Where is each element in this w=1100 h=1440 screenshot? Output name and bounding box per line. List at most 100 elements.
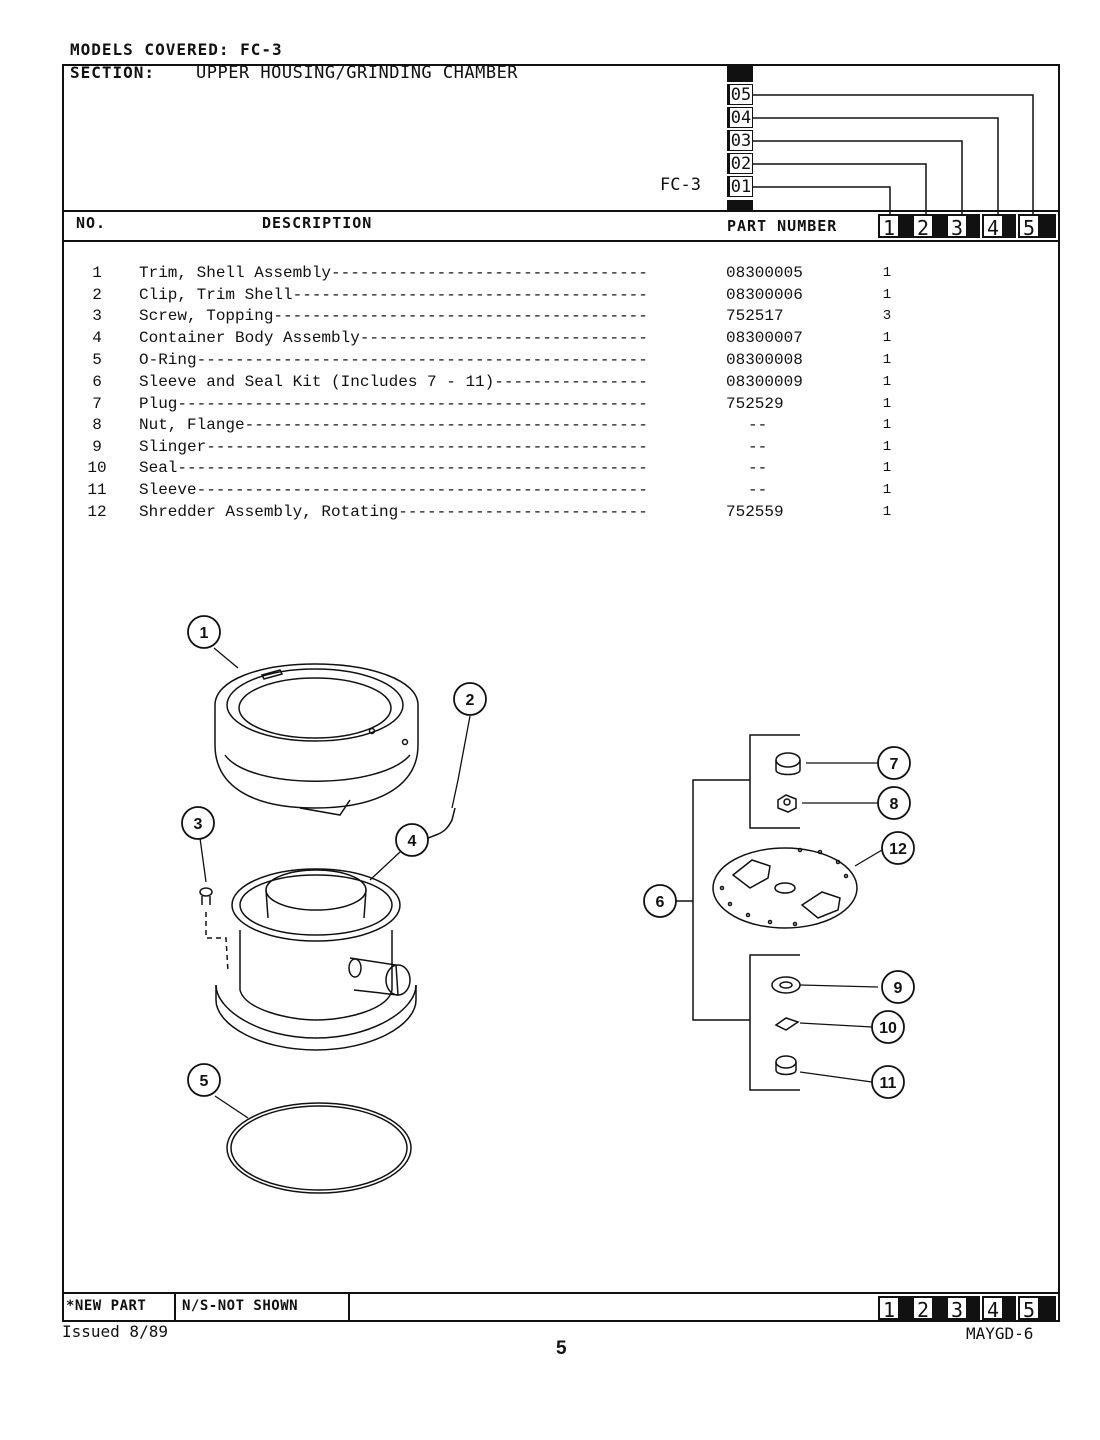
callout-11 [871, 1065, 905, 1099]
part-description: Trim, Shell Assembly--------------------… [139, 264, 648, 282]
parts-7-12-drawings [712, 752, 858, 1076]
part-number: -- [748, 481, 768, 499]
table-row: 6 Sleeve and Seal Kit (Includes 7 - 11)--… [0, 371, 1000, 393]
column-part-number: PART NUMBER [727, 217, 838, 235]
part-5-o-ring [226, 1102, 412, 1194]
callout-label: 10 [879, 1020, 897, 1037]
model-code-02: 02 [727, 153, 753, 174]
part-no: 8 [92, 416, 102, 434]
part-qty: 1 [882, 352, 892, 368]
callout-label: 7 [890, 756, 899, 773]
part-description: Nut, Flange-----------------------------… [139, 416, 648, 434]
code-bar-top [727, 64, 753, 82]
part-qty: 1 [882, 330, 892, 346]
part-no: 1 [92, 264, 102, 282]
part-no: 11 [87, 481, 107, 499]
variant-separator [934, 214, 946, 238]
part-number: 08300009 [726, 373, 803, 391]
variant-col-2: 2 [912, 214, 934, 240]
part-no: 12 [87, 503, 107, 521]
variant-separator [1040, 214, 1056, 238]
footer-variant-1: 1 [878, 1296, 900, 1322]
part-qty: 1 [882, 374, 892, 390]
table-row: 9 Slinger--------------------------------… [0, 436, 1000, 458]
part-no: 3 [92, 307, 102, 325]
table-row: 10 Seal----------------------------------… [0, 457, 1000, 479]
header-rule [62, 210, 1060, 212]
variant-col-1: 1 [878, 214, 900, 240]
part-description: Sleeve and Seal Kit (Includes 7 - 11)---… [139, 373, 648, 391]
part-number: 752529 [726, 395, 784, 413]
part-qty: 1 [882, 460, 892, 476]
page-frame [62, 64, 1060, 1322]
column-no: NO. [76, 214, 107, 232]
section-label: SECTION: [70, 63, 156, 82]
callout-label: 4 [408, 833, 417, 850]
part-description: Slinger---------------------------------… [139, 438, 648, 456]
callout-5 [187, 1063, 221, 1097]
section-title: UPPER HOUSING/GRINDING CHAMBER [196, 63, 519, 83]
variant-separator [900, 1296, 912, 1320]
part-description: Clip, Trim Shell------------------------… [139, 286, 648, 304]
issued-date: Issued 8/89 [62, 1322, 168, 1341]
part-qty: 3 [882, 308, 892, 324]
part-no: 7 [92, 395, 102, 413]
footer-variant-2: 2 [912, 1296, 934, 1322]
model-code-01: 01 [727, 176, 753, 197]
part-description: Sleeve----------------------------------… [139, 481, 648, 499]
part-no: 10 [87, 459, 107, 477]
variant-separator [968, 214, 980, 238]
part-qty: 1 [882, 439, 892, 455]
callout-8 [877, 786, 911, 820]
model-code-05: 05 [727, 84, 753, 105]
not-shown-legend: N/S-NOT SHOWN [176, 1292, 350, 1320]
callout-circles [181, 615, 915, 1099]
part-number: 08300008 [726, 351, 803, 369]
model-name: FC-3 [660, 175, 701, 195]
footer-variant-3: 3 [946, 1296, 968, 1322]
table-row: 11 Sleeve--------------------------------… [0, 479, 1000, 501]
part-no: 9 [92, 438, 102, 456]
header-rule-lower [62, 240, 1060, 242]
model-code-04: 04 [727, 107, 753, 128]
part-3-screw [199, 887, 229, 973]
table-row: 7 Plug-----------------------------------… [0, 393, 1000, 415]
part-description: Container Body Assembly-----------------… [139, 329, 648, 347]
part-qty: 1 [882, 265, 892, 281]
part-number: -- [748, 416, 768, 434]
document-id: MAYGD-6 [966, 1324, 1034, 1343]
part-number: 08300007 [726, 329, 803, 347]
variant-separator [900, 214, 912, 238]
part-number: -- [748, 438, 768, 456]
part-no: 6 [92, 373, 102, 391]
part-qty: 1 [882, 396, 892, 412]
callout-10 [871, 1010, 905, 1044]
part-description: Plug------------------------------------… [139, 395, 648, 413]
part-description: Seal------------------------------------… [139, 459, 648, 477]
part-number: 752559 [726, 503, 784, 521]
callout-leaders [199, 647, 883, 1119]
callout-3 [181, 806, 215, 840]
part-1-trim-shell [214, 663, 419, 816]
callout-4 [395, 823, 429, 857]
part-number: 08300005 [726, 264, 803, 282]
footer-variant-4: 4 [982, 1296, 1004, 1322]
part-description: Screw, Topping--------------------------… [139, 307, 648, 325]
part-description: O-Ring----------------------------------… [139, 351, 648, 369]
table-row: 1 Trim, Shell Assembly-------------------… [0, 262, 1000, 284]
kit-6-bracket [676, 734, 800, 1091]
footer-variant-5: 5 [1018, 1296, 1040, 1322]
variant-separator [968, 1296, 980, 1320]
footer-rule [62, 1292, 1060, 1294]
callout-label: 11 [880, 1075, 897, 1092]
table-row: 3 Screw, Topping-------------------------… [0, 305, 1000, 327]
callout-label: 6 [656, 894, 665, 911]
callout-label: 2 [466, 692, 475, 709]
part-number: 08300006 [726, 286, 803, 304]
model-code-03: 03 [727, 130, 753, 151]
table-row: 8 Nut, Flange----------------------------… [0, 414, 1000, 436]
